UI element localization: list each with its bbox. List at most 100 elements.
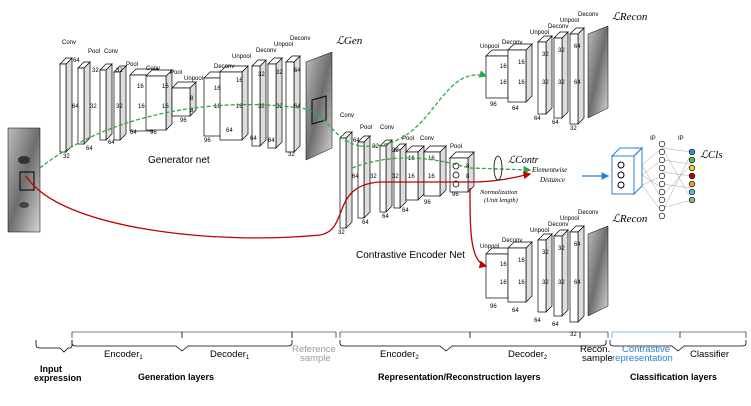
classifier-label: Classifier [690,349,729,360]
reference-label-1: Reference [292,344,336,355]
svg-text:32: 32 [372,144,379,150]
contrastive-representation-cube [610,146,644,196]
svg-text:16: 16 [500,64,507,70]
loss-cls-label: ℒCls [700,149,723,161]
svg-text:32: 32 [338,230,345,236]
svg-text:32: 32 [542,80,549,86]
svg-text:64: 64 [552,322,559,328]
gen-unpool-label-3: Unpool [274,42,293,48]
enc-conv-label: Conv [340,113,354,119]
generator-net-title: Generator net [148,155,210,166]
svg-text:16: 16 [408,174,415,180]
red-path-to-bottom-decoder [469,187,488,269]
svg-text:64: 64 [574,80,581,86]
svg-text:8: 8 [466,174,470,180]
decoder1-label: Decoder1 [210,349,250,361]
svg-text:16: 16 [137,84,144,90]
svg-text:32: 32 [570,126,577,132]
svg-text:16: 16 [408,156,415,162]
ip-label-2: IP [678,136,684,142]
svg-text:64: 64 [294,104,301,110]
svg-text:16: 16 [428,174,435,180]
svg-text:16: 16 [518,60,525,66]
svg-text:32: 32 [370,174,377,180]
svg-text:64: 64 [86,146,93,152]
svg-text:64: 64 [250,136,257,142]
svg-text:32: 32 [558,246,565,252]
elementwise-label: Elementwise [531,166,567,174]
bot-deconv-label: Deconv [502,238,522,244]
bot-unpool-label-3: Unpool [560,216,579,222]
encoder2-label: Encoder2 [380,349,419,361]
unit-length-label: (Unit length) [484,197,518,204]
top-unpool-label-3: Unpool [560,18,579,24]
svg-text:64: 64 [574,242,581,248]
svg-text:32: 32 [558,48,565,54]
svg-text:16: 16 [214,104,221,110]
classifier-connections [641,147,693,213]
top-deconv-label-3: Deconv [578,12,598,18]
svg-text:32: 32 [258,72,265,78]
svg-text:64: 64 [534,318,541,324]
enc-pool-label: Pool [360,125,372,131]
gen-unpool-label-2: Unpool [232,54,251,60]
gen-conv-label-3: Conv [146,66,160,72]
gen-unpool-label: Unpool [184,76,203,82]
svg-text:16: 16 [236,104,243,110]
svg-text:32: 32 [288,152,295,158]
generator-layer-labels: Conv Pool Conv Pool Conv Pool Unpool Dec… [62,36,310,82]
svg-text:96: 96 [204,138,211,144]
svg-text:64: 64 [512,308,519,314]
classifier-output-layer [688,148,696,204]
svg-text:16: 16 [500,280,507,286]
red-path-to-distance [471,171,532,183]
reference-label-2: sample [300,353,331,364]
svg-text:32: 32 [558,280,565,286]
representation-layers-label: Representation/Reconstruction layers [378,372,541,382]
svg-text:32: 32 [116,104,123,110]
svg-text:32: 32 [392,148,399,154]
svg-text:32: 32 [258,104,265,110]
distance-label: Distance [539,176,565,184]
recon-label-1: Recon. [580,344,610,355]
green-path-to-distance [351,157,532,174]
input-face-image [7,127,41,233]
svg-text:64: 64 [352,174,359,180]
bot-deconv-label-3: Deconv [578,210,598,216]
svg-text:16: 16 [518,280,525,286]
input-expression-label-1: Input [40,364,62,374]
svg-text:32: 32 [542,250,549,256]
top-decoder-layers [485,27,585,125]
svg-text:96: 96 [150,130,157,136]
svg-text:64: 64 [294,68,301,74]
enc-pool-label-2: Pool [402,136,414,142]
generator-layers [59,55,301,153]
enc-conv-label-2: Conv [380,125,394,131]
recon-sample-bottom-image [587,225,609,317]
svg-text:64: 64 [574,44,581,50]
recon-sample-top-image [587,25,609,119]
loss-contr-label: ℒContr [508,155,539,166]
bottom-decoder-layers [485,225,585,323]
svg-text:64: 64 [552,120,559,126]
encoder2-layer-labels: Conv Pool Conv Pool Conv Pool [340,113,462,150]
bot-unpool-label-2: Unpool [530,228,549,234]
enc-pool-label-3: Pool [450,144,462,150]
svg-text:16: 16 [236,78,243,84]
normalization-label: Normalization [479,189,518,196]
svg-text:16: 16 [162,104,169,110]
svg-text:32: 32 [570,332,577,338]
svg-text:16: 16 [518,80,525,86]
svg-text:64: 64 [402,208,409,214]
svg-text:32: 32 [276,104,283,110]
bottom-decoder-labels: Unpool Deconv Unpool Deconv Unpool Decon… [480,210,598,250]
svg-text:16: 16 [162,84,169,90]
svg-text:16: 16 [138,104,145,110]
gen-pool-label-2: Pool [126,62,138,68]
svg-text:32: 32 [392,174,399,180]
svg-text:8: 8 [190,96,194,102]
ip-label-1: IP [650,136,656,142]
